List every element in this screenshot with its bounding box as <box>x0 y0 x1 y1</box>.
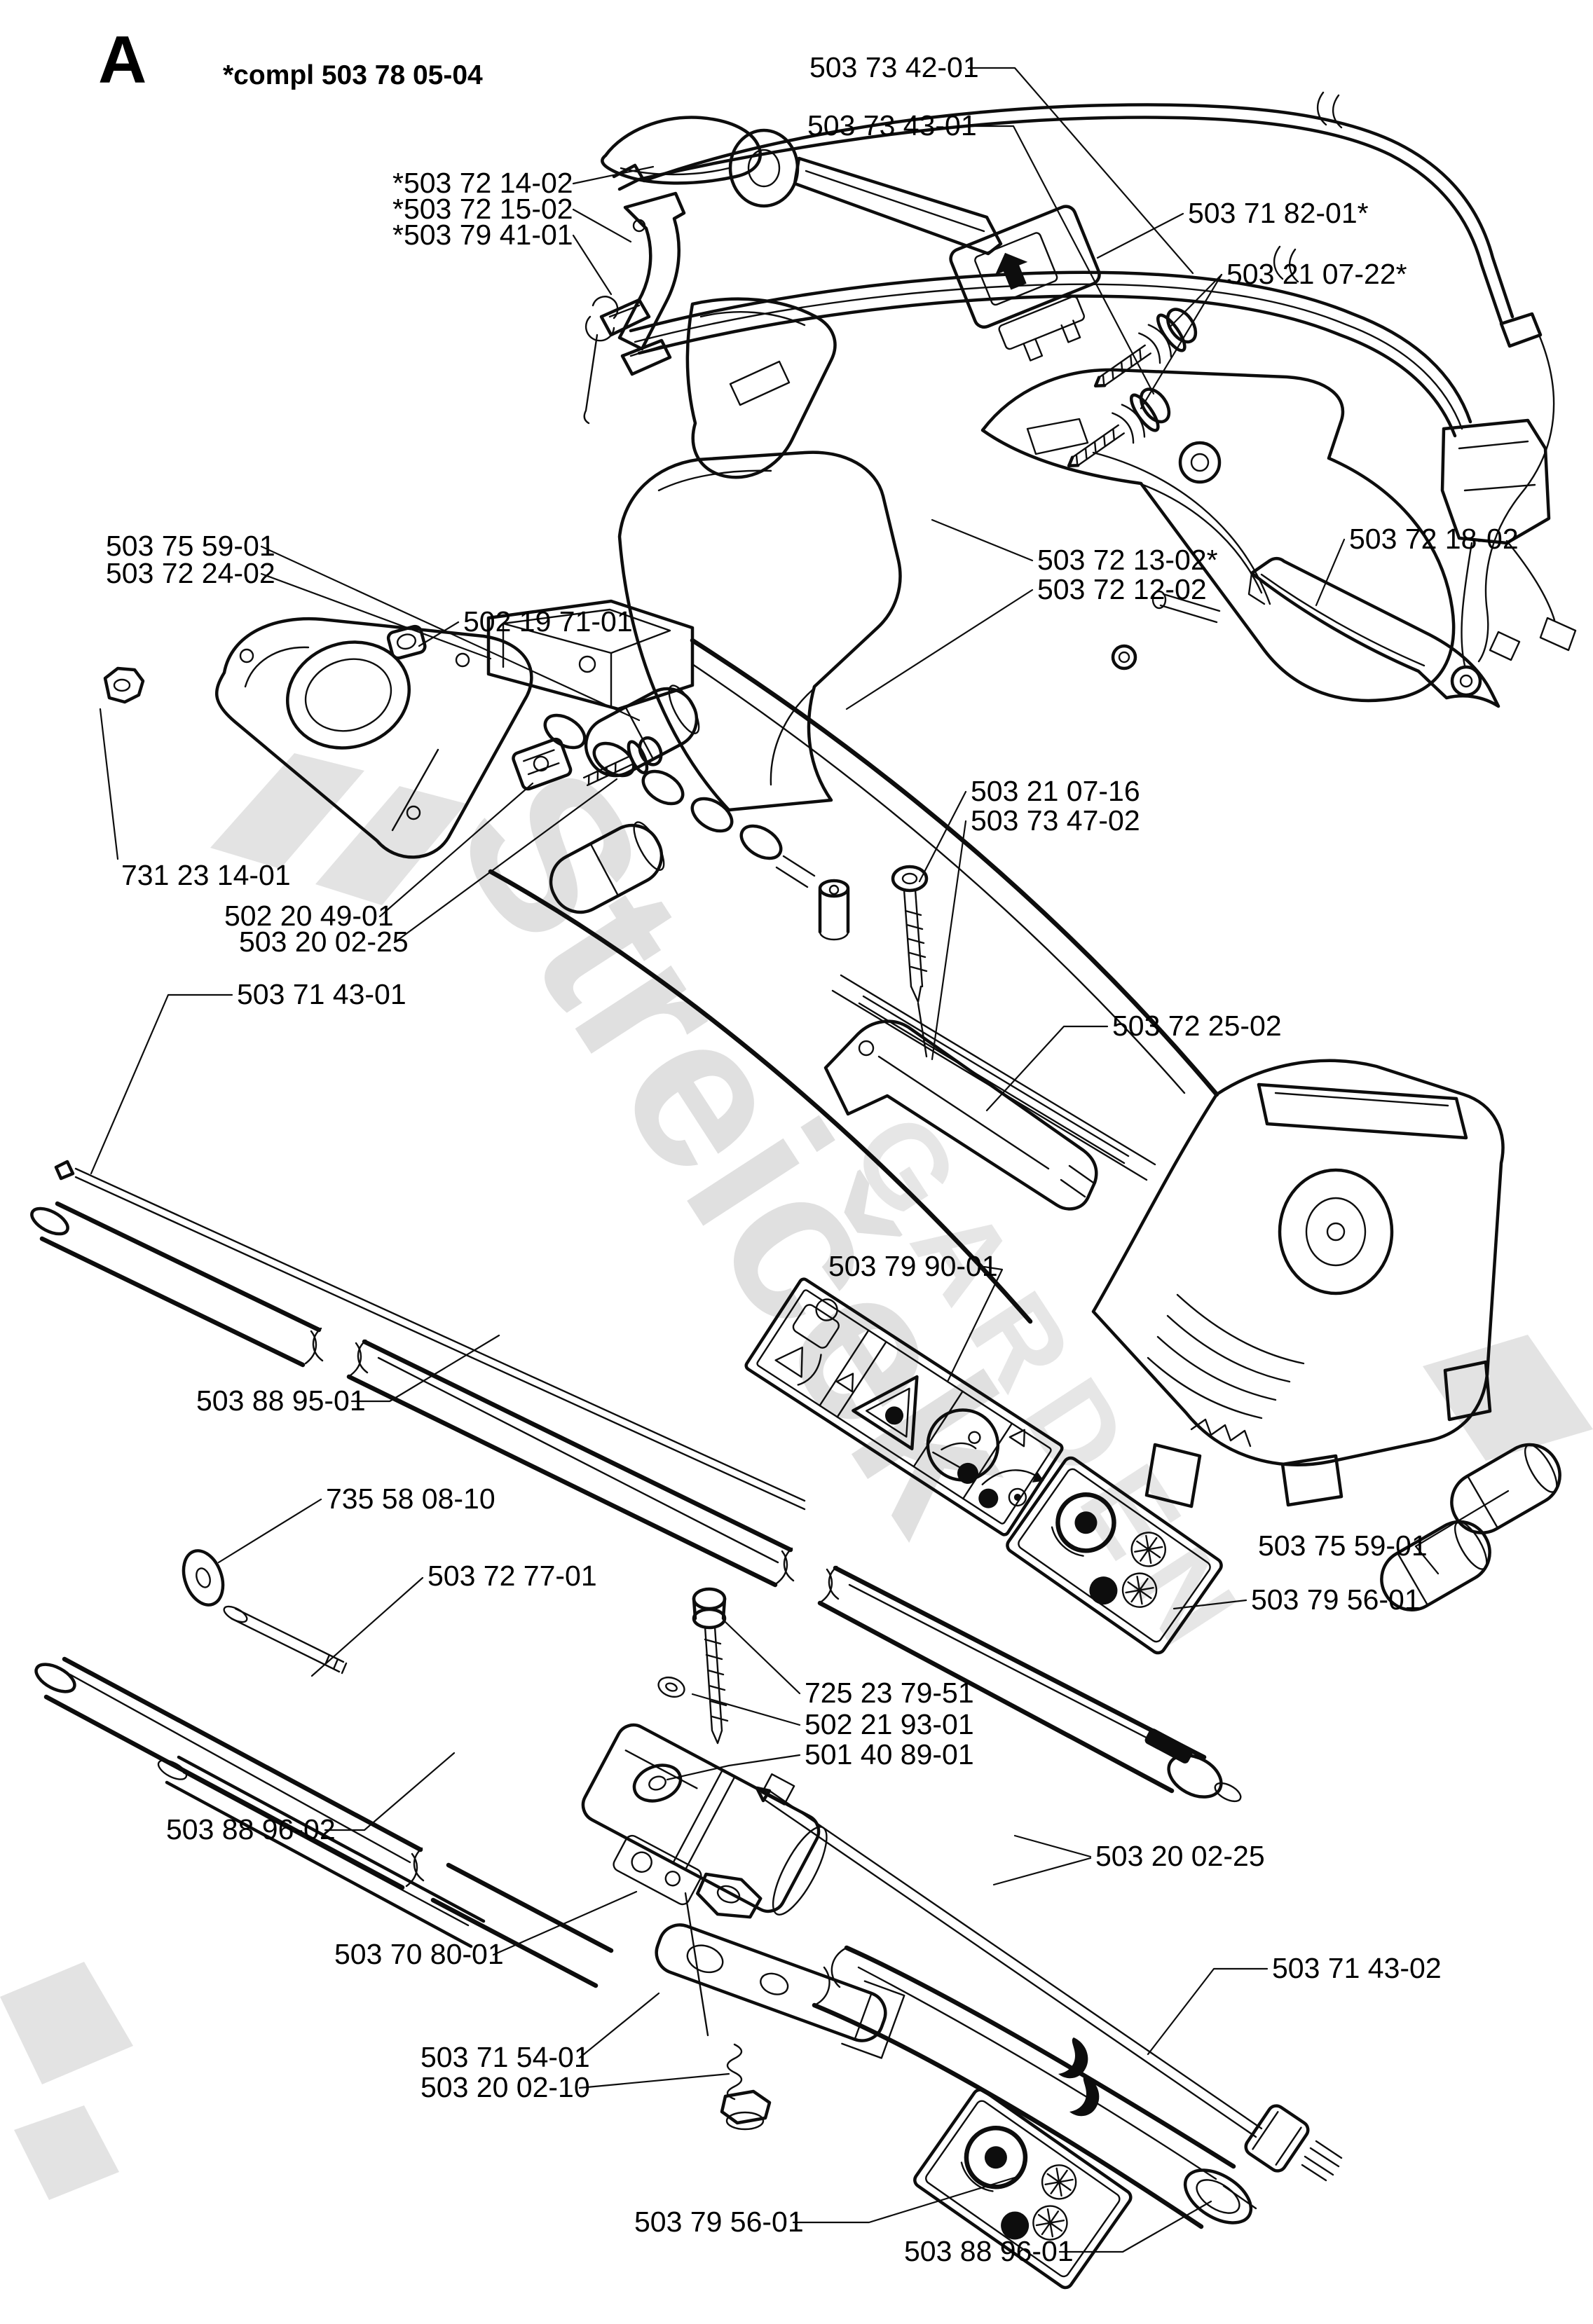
part-number-label: 503 72 24-02 <box>106 557 275 589</box>
part-number-label: 503 72 77-01 <box>428 1560 597 1592</box>
part-number-label: 503 88 96-02 <box>166 1813 336 1845</box>
part-number-label: 503 73 42-01 <box>809 51 979 83</box>
part-number-label: 502 20 49-01 <box>224 900 394 932</box>
spool-decal-bottom <box>913 2088 1133 2290</box>
part-number-label: 503 20 02-25 <box>1095 1840 1265 1872</box>
clamp-bolt-line <box>684 1892 709 2037</box>
cable-bracket-arm <box>823 1019 1098 1211</box>
part-number-label: *503 72 15-02 <box>392 193 573 225</box>
handlebar-cushion-lower <box>549 821 665 914</box>
part-number-label: 503 71 54-01 <box>421 2041 590 2073</box>
part-number-label: 503 72 18-02 <box>1349 523 1519 555</box>
inner-tube <box>157 1755 486 1948</box>
throttle-cable <box>612 91 1555 663</box>
warning-decal <box>744 1277 1064 1536</box>
part-number-label: 503 71 43-01 <box>237 978 406 1010</box>
part-number-label: 503 73 47-02 <box>971 804 1140 837</box>
part-number-label: 503 79 56-01 <box>634 2206 804 2238</box>
part-number-label: 731 23 14-01 <box>121 859 291 891</box>
compl-note: *compl 503 78 05-04 <box>223 60 483 90</box>
part-number-label: 503 21 07-22* <box>1226 258 1407 290</box>
wiring-harness <box>599 245 1577 697</box>
guard-strip <box>1247 556 1500 708</box>
part-number-label: 503 20 02-10 <box>421 2071 590 2103</box>
figure-letter: A <box>98 22 147 97</box>
shaft-housing <box>486 599 1505 1508</box>
part-number-label: 503 72 12-02 <box>1037 573 1207 605</box>
long-screw <box>692 1587 729 1745</box>
handle-screw-1 <box>1093 308 1198 388</box>
throttle-lockout-lever <box>601 116 1003 256</box>
housing-cushion-1 <box>1450 1443 1561 1534</box>
part-number-label: 503 88 95-01 <box>196 1384 366 1417</box>
clamp-block <box>512 737 573 791</box>
part-number-label: 503 72 13-02* <box>1037 544 1218 576</box>
part-number-label: 503 75 59-01 <box>1258 1529 1428 1562</box>
drive-shaft-lower <box>755 1786 1343 2182</box>
spool-decal-right <box>1006 1456 1223 1655</box>
housing-cushion-2 <box>1380 1520 1491 1611</box>
shaft-tube-upper <box>30 1201 1242 1803</box>
trigger-spring <box>583 296 619 425</box>
leader-lines <box>90 67 1510 2253</box>
spring-washer <box>657 1676 685 1698</box>
stop-switch <box>949 205 1101 362</box>
part-number-label: 503 73 43-01 <box>807 109 977 142</box>
trigger-bracket <box>617 191 686 351</box>
part-number-label: 503 20 02-25 <box>239 926 409 958</box>
housing-screw <box>891 865 929 1058</box>
drive-shaft-upper <box>54 1160 806 1511</box>
part-number-label: *503 79 41-01 <box>392 219 573 251</box>
clamp-bar <box>655 1872 905 2059</box>
bracket-nut <box>103 666 145 704</box>
part-number-label: 503 70 80-01 <box>334 1938 504 1970</box>
part-number-label: 503 21 07-16 <box>971 775 1140 807</box>
washer-735 <box>182 1549 225 1607</box>
part-number-label: 503 72 25-02 <box>1112 1010 1282 1042</box>
part-number-label: 503 79 56-01 <box>1251 1583 1421 1616</box>
part-number-label: *503 72 14-02 <box>392 167 573 199</box>
stub-shaft <box>223 1605 348 1675</box>
part-number-label: 735 58 08-10 <box>326 1483 495 1515</box>
shaft-tube-lowerleft <box>34 1656 614 1988</box>
part-number-label: 501 40 89-01 <box>805 1738 974 1770</box>
handlebar-bracket <box>215 617 533 859</box>
part-number-label: 502 21 93-01 <box>805 1708 974 1740</box>
shaft-tube-bottom <box>812 1945 1257 2229</box>
flat-washer <box>632 1763 683 1803</box>
clamp-screw <box>720 2043 772 2131</box>
part-number-label: 725 23 79-51 <box>805 1677 974 1709</box>
part-number-label: 503 79 90-01 <box>828 1250 998 1282</box>
part-number-label: 503 71 43-02 <box>1272 1952 1442 1984</box>
part-number-label: 503 75 59-01 <box>106 530 275 562</box>
handle-screw-2 <box>1067 387 1171 468</box>
part-number-label: 502 19 71-01 <box>463 605 633 638</box>
part-number-label: 503 71 82-01* <box>1188 197 1369 229</box>
part-number-label: 503 88 96-01 <box>904 2235 1074 2267</box>
handle-front-grip <box>617 451 902 812</box>
small-nut <box>386 624 427 660</box>
